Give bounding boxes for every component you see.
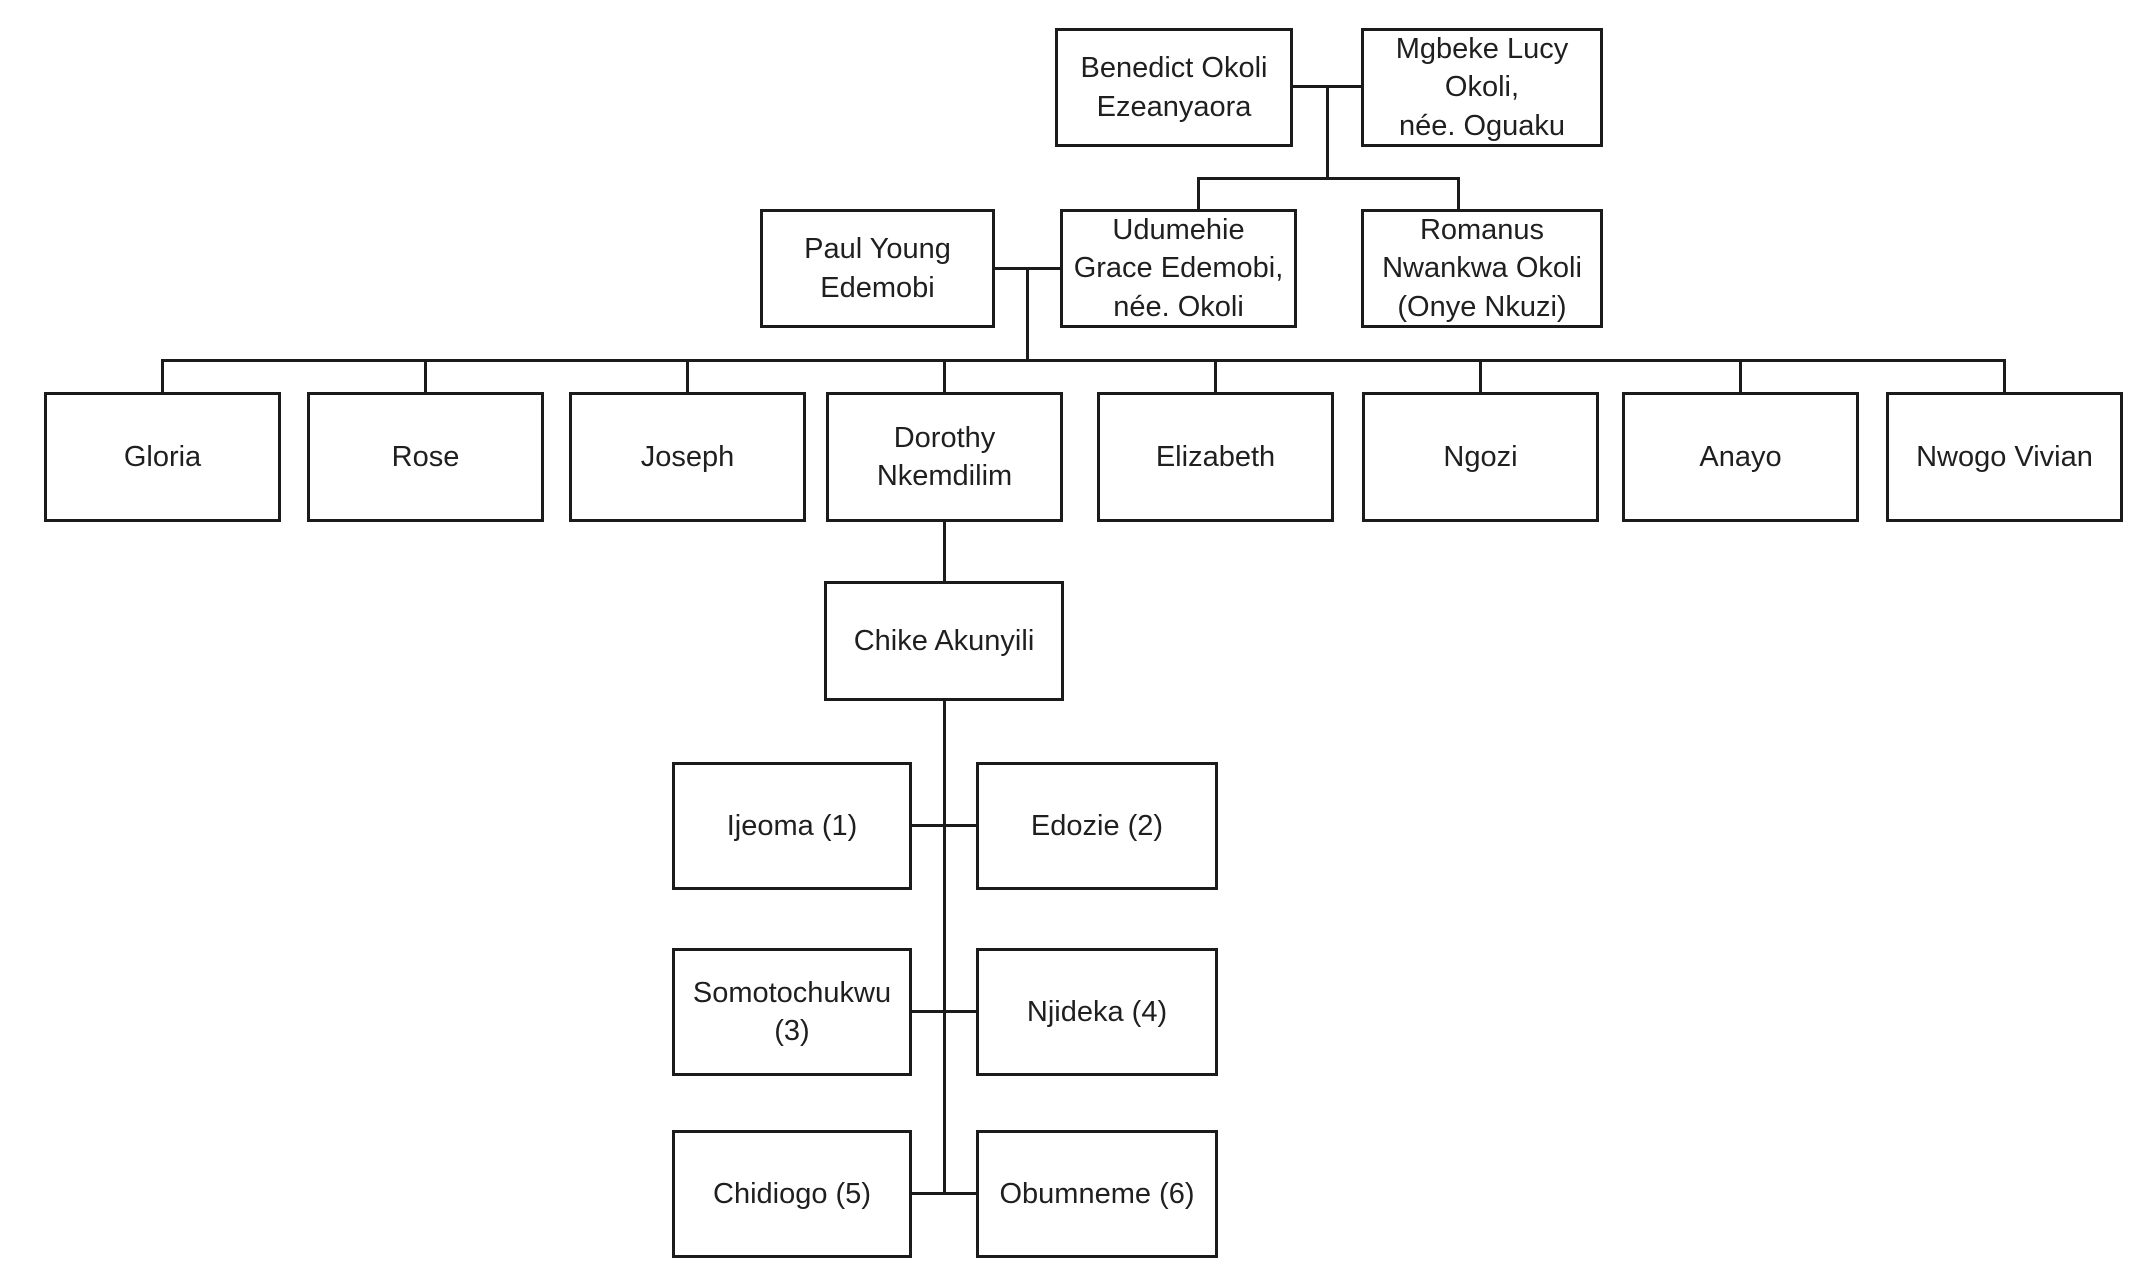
node-dorothy: Dorothy Nkemdilim [826,392,1063,522]
node-chidiogo: Chidiogo (5) [672,1130,912,1258]
node-benedict: Benedict Okoli Ezeanyaora [1055,28,1293,147]
sibling-rail-generation-2 [1197,177,1460,180]
node-somotochukwu: Somotochukwu (3) [672,948,912,1076]
stub-dorothy [943,359,946,393]
connector-chidiogo-obumneme [912,1192,976,1195]
node-elizabeth: Elizabeth [1097,392,1334,522]
stub-romanus [1457,177,1460,211]
node-obumneme: Obumneme (6) [976,1130,1218,1258]
node-udumehie: Udumehie Grace Edemobi, née. Okoli [1060,209,1297,328]
descent-spine-chike [943,701,946,1195]
stub-anayo [1739,359,1742,393]
stub-udumehie [1197,177,1200,211]
node-nwogo-vivian: Nwogo Vivian [1886,392,2123,522]
sibling-rail-generation-3 [161,359,2006,362]
stub-rose [424,359,427,393]
node-paul: Paul Young Edemobi [760,209,995,328]
stub-ngozi [1479,359,1482,393]
node-rose: Rose [307,392,544,522]
link-dorothy-chike [943,522,946,581]
node-njideka: Njideka (4) [976,948,1218,1076]
node-romanus: Romanus Nwankwa Okoli (Onye Nkuzi) [1361,209,1603,328]
connector-somotochukwu-njideka [912,1010,976,1013]
descent-line-paul-udumehie [1026,267,1029,362]
node-gloria: Gloria [44,392,281,522]
node-ijeoma: Ijeoma (1) [672,762,912,890]
node-joseph: Joseph [569,392,806,522]
node-edozie: Edozie (2) [976,762,1218,890]
node-anayo: Anayo [1622,392,1859,522]
connector-ijeoma-edozie [912,824,976,827]
descent-line-benedict-mgbeke [1326,85,1329,180]
stub-gloria [161,359,164,393]
node-mgbeke: Mgbeke Lucy Okoli, née. Oguaku [1361,28,1603,147]
stub-elizabeth [1214,359,1217,393]
node-ngozi: Ngozi [1362,392,1599,522]
node-chike: Chike Akunyili [824,581,1064,701]
stub-joseph [686,359,689,393]
stub-nwogo-vivian [2003,359,2006,393]
